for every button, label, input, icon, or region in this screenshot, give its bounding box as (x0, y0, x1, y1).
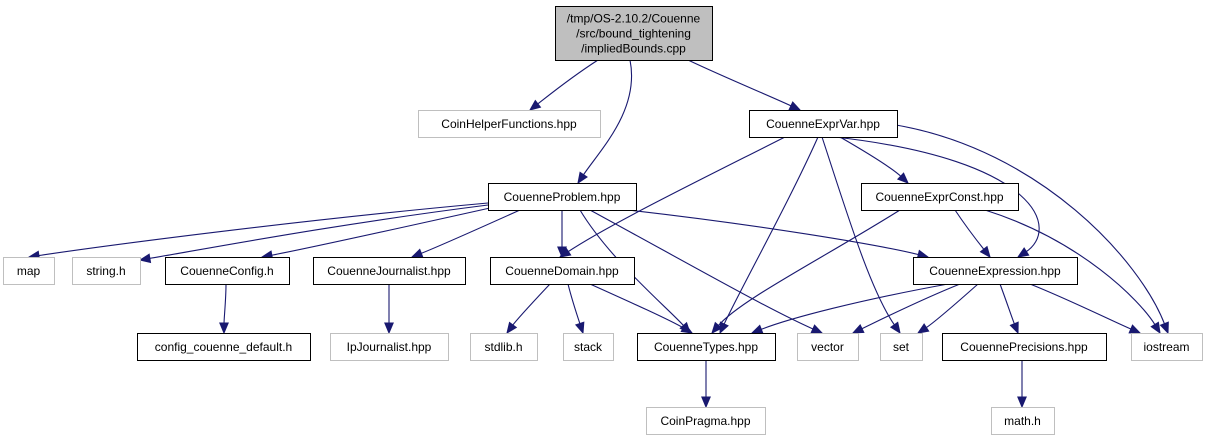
edge-exprconst-to-iostream (984, 209, 1161, 335)
edge-problem-to-domain (557, 210, 567, 259)
node-vector: vector (797, 333, 859, 361)
edge-exprconst-to-types (711, 209, 901, 334)
node-journalist[interactable]: CouenneJournalist.hpp (313, 257, 466, 285)
edge-exprvar-to-expression (834, 136, 1040, 258)
edge-root-to-problem (577, 59, 633, 185)
node-domain[interactable]: CouenneDomain.hpp (490, 257, 635, 285)
node-box (991, 407, 1055, 435)
node-label: CoinPragma.hpp (660, 414, 750, 428)
node-map: map (3, 257, 55, 285)
node-label: CouenneExpression.hpp (929, 264, 1061, 278)
edge-root-to-coinhelper (528, 59, 599, 111)
edge-domain-to-types (589, 283, 694, 334)
node-label: CouenneExprConst.hpp (875, 190, 1003, 204)
edge-exprvar-to-iostream (895, 124, 1169, 335)
node-label: /tmp/OS-2.10.2/Couenne (567, 12, 701, 26)
node-label: stack (574, 340, 603, 354)
node-box (563, 333, 614, 361)
node-root[interactable]: /tmp/OS-2.10.2/Couenne/src/bound_tighten… (555, 6, 713, 61)
node-expression[interactable]: CouenneExpression.hpp (913, 257, 1078, 285)
edge-domain-to-stack (567, 283, 585, 335)
node-box (488, 183, 637, 211)
node-box (797, 333, 859, 361)
node-coinhelper: CoinHelperFunctions.hpp (418, 110, 601, 138)
edge-journalist-to-ipjournalist (384, 284, 394, 335)
node-box (637, 333, 776, 361)
node-label: /src/bound_tightening (576, 27, 691, 41)
node-box (330, 333, 449, 361)
node-precisions[interactable]: CouennePrecisions.hpp (942, 333, 1107, 361)
node-mathh: math.h (991, 407, 1055, 435)
node-box (470, 333, 538, 361)
node-box (137, 333, 311, 361)
node-label: CouenneTypes.hpp (654, 340, 758, 354)
node-box (913, 257, 1078, 285)
node-label: set (893, 340, 910, 354)
edge-exprvar-to-set (821, 136, 901, 335)
node-box (3, 257, 55, 285)
node-box (880, 333, 923, 361)
node-stack: stack (563, 333, 614, 361)
edge-problem-to-journalist (410, 209, 521, 258)
node-types[interactable]: CouenneTypes.hpp (637, 333, 776, 361)
node-label: stdlib.h (484, 340, 522, 354)
node-config[interactable]: CouenneConfig.h (165, 257, 290, 285)
node-box (165, 257, 290, 285)
node-label: CoinHelperFunctions.hpp (441, 117, 577, 131)
node-box (646, 407, 766, 435)
node-box (1131, 333, 1203, 361)
node-ipjournalist: IpJournalist.hpp (330, 333, 449, 361)
node-box (555, 6, 713, 61)
node-label: config_couenne_default.h (155, 340, 292, 354)
node-box (749, 110, 898, 138)
nodes-layer: /tmp/OS-2.10.2/Couenne/src/bound_tighten… (3, 6, 1203, 435)
node-configdefault[interactable]: config_couenne_default.h (137, 333, 311, 361)
edge-root-to-exprvar (687, 59, 802, 111)
edge-expression-to-iostream (1029, 283, 1142, 334)
node-exprvar[interactable]: CouenneExprVar.hpp (749, 110, 898, 138)
edge-expression-to-set (916, 283, 979, 334)
node-box (861, 183, 1019, 211)
node-label: CouenneJournalist.hpp (327, 264, 451, 278)
edge-exprvar-to-exprconst (839, 136, 909, 184)
edges-layer (27, 59, 1169, 409)
edge-problem-to-expression (627, 209, 930, 260)
node-label: math.h (1004, 414, 1041, 428)
edge-config-to-configdefault (219, 283, 229, 335)
edge-precisions-to-mathh (1017, 360, 1027, 409)
node-box (490, 257, 635, 285)
node-box (72, 257, 141, 285)
node-coinpragma: CoinPragma.hpp (646, 407, 766, 435)
node-iostream: iostream (1131, 333, 1203, 361)
node-label: /impliedBounds.cpp (581, 42, 686, 56)
node-label: map (17, 264, 41, 278)
edge-domain-to-stdlib (506, 283, 551, 335)
node-label: CouenneExprVar.hpp (766, 117, 880, 131)
node-stdlib: stdlib.h (470, 333, 538, 361)
node-label: iostream (1143, 340, 1189, 354)
node-label: CouenneProblem.hpp (504, 190, 621, 204)
edge-problem-to-stringh (138, 204, 489, 264)
node-label: CouenneConfig.h (180, 264, 273, 278)
node-label: IpJournalist.hpp (347, 340, 432, 354)
node-problem[interactable]: CouenneProblem.hpp (488, 183, 637, 211)
node-box (418, 110, 601, 138)
node-label: string.h (86, 264, 125, 278)
edge-problem-to-vector (589, 209, 824, 334)
node-exprconst[interactable]: CouenneExprConst.hpp (861, 183, 1019, 211)
edge-exprconst-to-expression (954, 209, 991, 259)
node-stringh: string.h (72, 257, 141, 285)
node-label: vector (811, 340, 844, 354)
node-box (942, 333, 1107, 361)
edge-expression-to-vector (851, 283, 961, 334)
node-box (313, 257, 466, 285)
edge-expression-to-precisions (999, 283, 1019, 335)
edge-expression-to-types (750, 283, 949, 334)
node-label: CouenneDomain.hpp (505, 264, 619, 278)
node-label: CouennePrecisions.hpp (960, 340, 1088, 354)
edge-types-to-coinpragma (701, 360, 711, 409)
node-set: set (880, 333, 923, 361)
edge-exprvar-to-types (719, 136, 819, 335)
